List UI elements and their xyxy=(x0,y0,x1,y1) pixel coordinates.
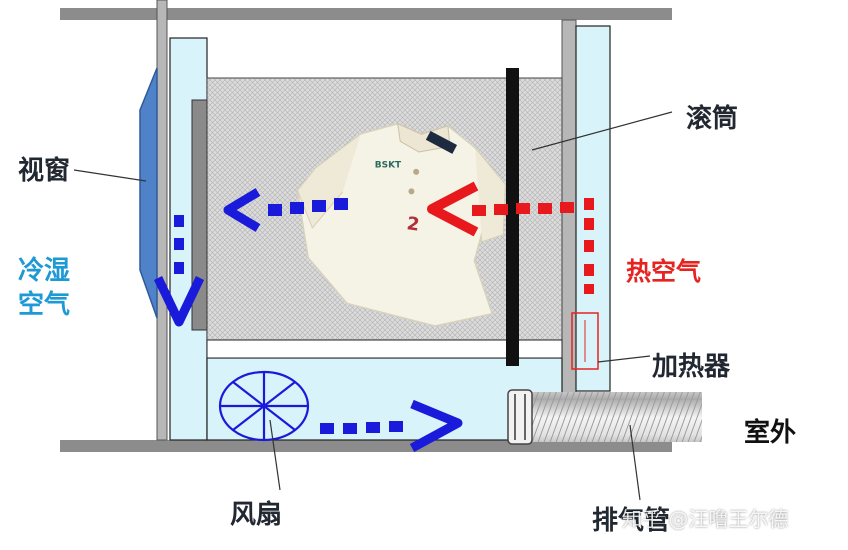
outdoor-label: 室外 xyxy=(744,418,797,448)
cold-air-arrow-top xyxy=(223,188,348,232)
cold-air-arrow-down xyxy=(153,215,205,327)
window-label: 视窗 xyxy=(18,156,71,186)
hot-air-arrow-left xyxy=(427,181,574,237)
cold-air-arrow-bottom xyxy=(320,399,463,452)
exhaust-pipe-label: 排气管 xyxy=(592,506,671,536)
drum-back-plate xyxy=(506,68,519,366)
drum-label: 滚筒 xyxy=(686,104,739,134)
cold-humid-air-label-line2: 空气 xyxy=(18,290,71,320)
heater-element xyxy=(571,312,599,370)
shirt-logo: BSKT xyxy=(375,161,402,171)
viewing-window xyxy=(139,67,158,319)
leader-exhaust xyxy=(629,424,641,501)
watermark: 知乎 @汪噜王尔德 xyxy=(622,507,789,531)
leader-window xyxy=(73,169,147,182)
left-plate xyxy=(156,0,168,441)
leader-drum xyxy=(531,111,673,151)
leader-heater xyxy=(597,355,651,363)
drum-base xyxy=(206,339,563,359)
exhaust-pipe xyxy=(507,389,702,445)
right-duct xyxy=(575,25,611,392)
door-gasket xyxy=(191,99,208,331)
leader-fan xyxy=(269,419,281,491)
hot-air-label: 热空气 xyxy=(626,257,702,286)
shirt-number: 2 xyxy=(405,213,420,236)
fan-label: 风扇 xyxy=(230,500,283,530)
cold-humid-air-label-line1: 冷湿 xyxy=(18,256,71,286)
right-plate xyxy=(561,19,577,441)
heater-label: 加热器 xyxy=(652,352,731,382)
fan-icon xyxy=(218,370,310,442)
hot-air-arrow-up xyxy=(584,198,594,294)
cold-humid-air-label: 冷湿 空气 xyxy=(18,254,70,322)
top-rail xyxy=(60,8,672,20)
